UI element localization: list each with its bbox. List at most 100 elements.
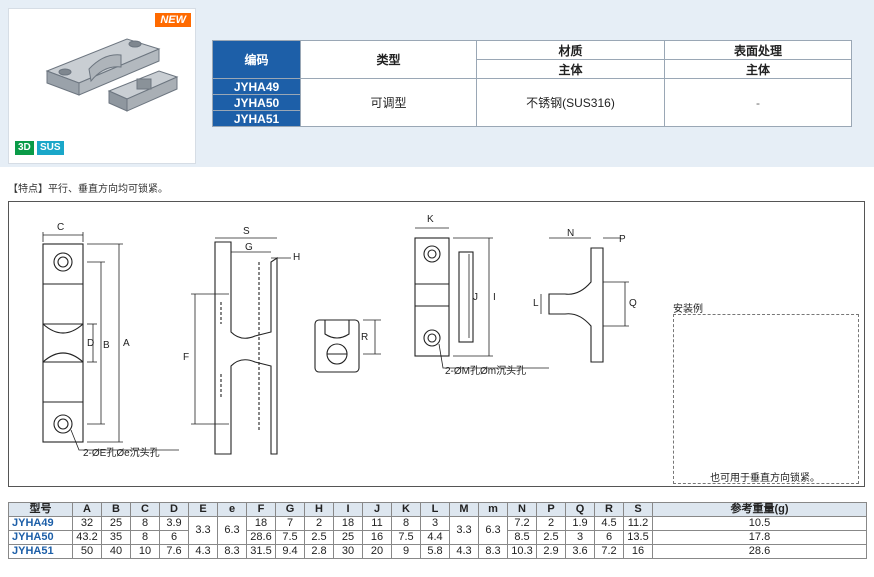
dim-label-i: I — [493, 292, 496, 303]
latch-illustration — [45, 38, 179, 112]
cell-j: 11 — [362, 516, 392, 531]
cell-p: 2 — [536, 516, 566, 531]
dim-header-cell: e — [217, 502, 247, 517]
spec-header-material: 材质 — [476, 40, 665, 60]
spec-header-code: 编码 — [212, 40, 301, 79]
cell-i: 30 — [333, 544, 363, 559]
cell-e-small-merged: 6.3 — [217, 516, 247, 545]
cell-e-merged: 3.3 — [188, 516, 218, 545]
dim-header-cell: H — [304, 502, 334, 517]
cell-r: 4.5 — [594, 516, 624, 531]
row-code: JYHA49 — [8, 516, 73, 531]
dim-label-s: S — [243, 226, 250, 237]
dim-label-e-hole: 2-ØE孔Øe沉头孔 — [83, 448, 160, 459]
dim-label-r: R — [361, 332, 369, 343]
cell-m-small: 8.3 — [478, 544, 508, 559]
new-badge: NEW — [155, 13, 191, 27]
spec-header-type: 类型 — [300, 40, 477, 79]
cell-e: 4.3 — [188, 544, 218, 559]
dim-header-cell: 型号 — [8, 502, 73, 517]
cell-p: 2.5 — [536, 530, 566, 545]
dim-header-cell: G — [275, 502, 305, 517]
cell-weight: 28.6 — [652, 544, 867, 559]
cell-d: 7.6 — [159, 544, 189, 559]
cell-s: 16 — [623, 544, 653, 559]
spec-header-material-sub: 主体 — [476, 59, 665, 79]
dim-header-cell: A — [72, 502, 102, 517]
dim-label-a: A — [123, 338, 130, 349]
cell-k: 7.5 — [391, 530, 421, 545]
cell-i: 25 — [333, 530, 363, 545]
cell-m-small-merged: 6.3 — [478, 516, 508, 545]
cell-b: 35 — [101, 530, 131, 545]
dim-header-cell: M — [449, 502, 479, 517]
cell-j: 20 — [362, 544, 392, 559]
dim-label-l: L — [533, 298, 539, 309]
cell-f: 31.5 — [246, 544, 276, 559]
installation-example-inset: 也可用于垂直方向锁紧。 — [673, 314, 859, 484]
cell-g: 7.5 — [275, 530, 305, 545]
spec-header-surface-sub: 主体 — [664, 59, 852, 79]
cell-e-small: 8.3 — [217, 544, 247, 559]
cell-k: 8 — [391, 516, 421, 531]
dim-label-g: G — [245, 242, 253, 253]
dim-header-cell: N — [507, 502, 537, 517]
spec-surface-value: - — [664, 78, 852, 127]
cell-g: 7 — [275, 516, 305, 531]
inset-title: 安装例 — [673, 304, 703, 315]
dim-header-cell: 参考重量(g) — [652, 502, 867, 517]
dim-label-j: J — [473, 292, 478, 303]
dim-label-k: K — [427, 214, 434, 225]
feature-text: 【特点】平行、垂直方向均可锁紧。 — [8, 184, 168, 195]
dim-label-b: B — [103, 340, 110, 351]
cell-k: 9 — [391, 544, 421, 559]
row-code: JYHA50 — [8, 530, 73, 545]
cell-m: 4.3 — [449, 544, 479, 559]
dim-label-h: H — [293, 252, 301, 263]
dim-label-m-hole: 2-ØM孔Øm沉头孔 — [445, 366, 527, 377]
dim-header-cell: J — [362, 502, 392, 517]
dim-header-cell: C — [130, 502, 160, 517]
cell-q: 3.6 — [565, 544, 595, 559]
row-code: JYHA51 — [8, 544, 73, 559]
inset-caption: 也可用于垂直方向锁紧。 — [710, 473, 820, 484]
cell-l: 4.4 — [420, 530, 450, 545]
cell-l: 5.8 — [420, 544, 450, 559]
dim-header-cell: K — [391, 502, 421, 517]
cell-weight: 17.8 — [652, 530, 867, 545]
spec-header-surface: 表面处理 — [664, 40, 852, 60]
dim-header-cell: B — [101, 502, 131, 517]
cell-r: 7.2 — [594, 544, 624, 559]
cell-f: 18 — [246, 516, 276, 531]
dim-header-cell: F — [246, 502, 276, 517]
spec-code: JYHA50 — [212, 94, 301, 111]
cell-a: 43.2 — [72, 530, 102, 545]
cell-p: 2.9 — [536, 544, 566, 559]
dim-header-cell: I — [333, 502, 363, 517]
cell-d: 3.9 — [159, 516, 189, 531]
dim-label-q: Q — [629, 298, 637, 309]
cell-h: 2.5 — [304, 530, 334, 545]
cell-c: 8 — [130, 530, 160, 545]
cell-q: 3 — [565, 530, 595, 545]
cell-b: 40 — [101, 544, 131, 559]
dim-header-cell: m — [478, 502, 508, 517]
cell-c: 10 — [130, 544, 160, 559]
dim-header-cell: R — [594, 502, 624, 517]
cell-n: 8.5 — [507, 530, 537, 545]
dim-label-f: F — [183, 352, 190, 363]
cell-a: 32 — [72, 516, 102, 531]
cell-a: 50 — [72, 544, 102, 559]
cell-m-merged: 3.3 — [449, 516, 479, 545]
cell-s: 11.2 — [623, 516, 653, 531]
cell-n: 7.2 — [507, 516, 537, 531]
spec-material-value: 不锈钢(SUS316) — [476, 78, 665, 127]
cell-weight: 10.5 — [652, 516, 867, 531]
cell-r: 6 — [594, 530, 624, 545]
cell-d: 6 — [159, 530, 189, 545]
cell-j: 16 — [362, 530, 392, 545]
cell-h: 2 — [304, 516, 334, 531]
cell-i: 18 — [333, 516, 363, 531]
dim-label-c: C — [57, 222, 65, 233]
